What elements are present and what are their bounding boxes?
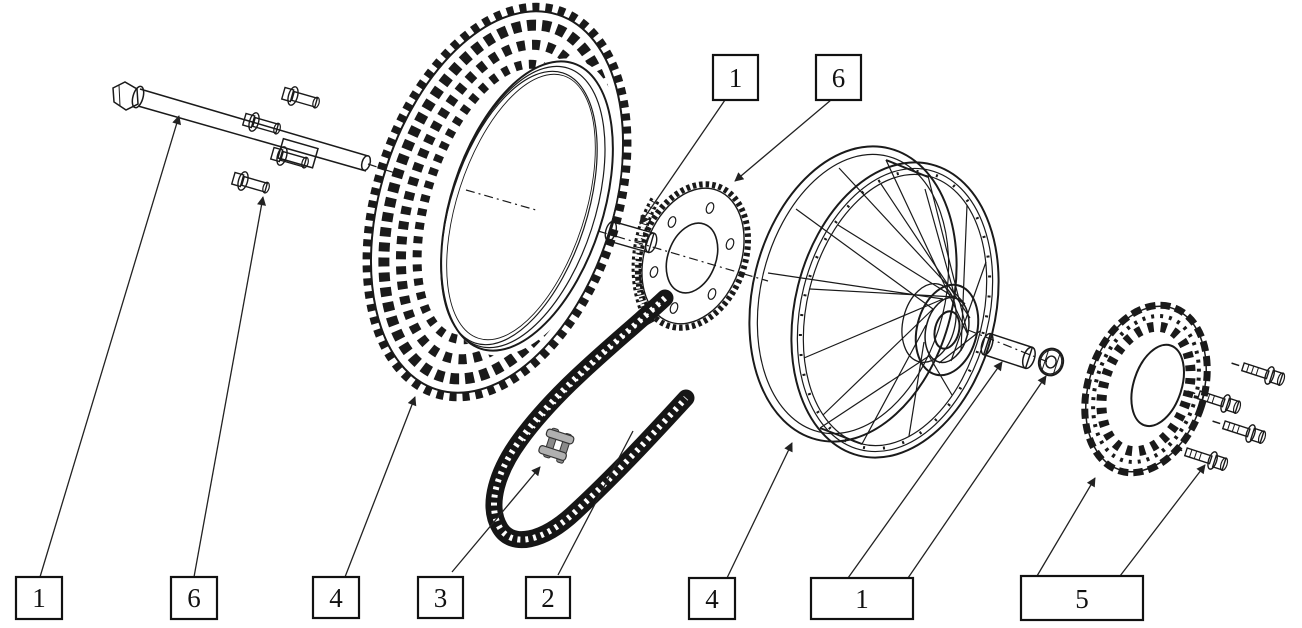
callout-number: 6: [187, 583, 201, 613]
callout-bottom-2: 2: [524, 575, 572, 620]
sprocket-drawing: [604, 181, 752, 331]
callout-frame: [809, 576, 915, 621]
leader-bottom-5-bolt: [1119, 464, 1206, 577]
hub: [901, 283, 980, 377]
callout-bottom-1: 1: [14, 575, 64, 621]
chain-drawing: [485, 289, 695, 549]
callout-number: 1: [855, 584, 869, 614]
brake-disc-drawing: [1081, 301, 1211, 477]
callout-bottom-4-tire: 4: [311, 575, 361, 620]
callout-frame: [711, 53, 760, 102]
callout-frame: [14, 575, 64, 621]
leader-lines: [39, 99, 1206, 579]
axle-nut-drawing: [1037, 347, 1065, 377]
leader-bottom-6-bolt: [193, 196, 267, 578]
callout-frame: [687, 576, 737, 621]
callout-number: 4: [329, 583, 343, 613]
callout-top-1: 1: [711, 53, 760, 102]
callout-bottom-4-rim: 4: [687, 576, 737, 621]
leader-bottom-1-nut: [907, 375, 1047, 579]
callout-top-6: 6: [814, 53, 863, 102]
hub-spacer-drawing: [980, 332, 1036, 370]
axle-drawing: [112, 81, 372, 172]
callout-bottom-3: 3: [416, 575, 465, 620]
axle-centerline: [367, 163, 537, 211]
callout-number: 5: [1075, 584, 1089, 614]
leader-bottom-4-tire: [344, 396, 417, 578]
leader-bottom-3-masterlink: [451, 466, 541, 573]
disc-bolts-drawing: [1174, 362, 1286, 472]
callout-number: 1: [32, 583, 46, 613]
callout-bottom-5: 5: [1019, 574, 1145, 622]
leader-bottom-1-axle: [39, 115, 181, 578]
hub-centerline: [967, 329, 1049, 363]
callout-frame: [416, 575, 465, 620]
callout-number: 6: [832, 63, 846, 93]
wheel-rim-drawing: [748, 145, 1000, 459]
callout-number: 1: [729, 63, 743, 93]
callout-number: 4: [705, 584, 719, 614]
callout-bottom-1-wide: 1: [809, 576, 915, 621]
tire-drawing: [362, 2, 632, 402]
axle-spacer-bolts-drawing: [230, 86, 320, 194]
callout-number: 3: [434, 583, 448, 613]
leader-bottom-5-disc: [1036, 477, 1096, 577]
callout-bottom-6: 6: [169, 575, 219, 621]
leader-bottom-1-spacer: [847, 361, 1003, 579]
callout-frame: [524, 575, 572, 620]
sprocket-centerline: [597, 230, 769, 282]
master-link-drawing: [538, 427, 575, 464]
leader-bottom-2-chain: [557, 430, 634, 576]
leader-top-1: [639, 99, 726, 225]
callout-frame: [169, 575, 219, 621]
leader-top-6: [734, 99, 832, 182]
callout-frame: [814, 53, 863, 102]
leader-bottom-4-rim: [726, 442, 793, 579]
callout-frame: [311, 575, 361, 620]
callout-number: 2: [541, 583, 555, 613]
callout-frame: [1019, 574, 1145, 622]
